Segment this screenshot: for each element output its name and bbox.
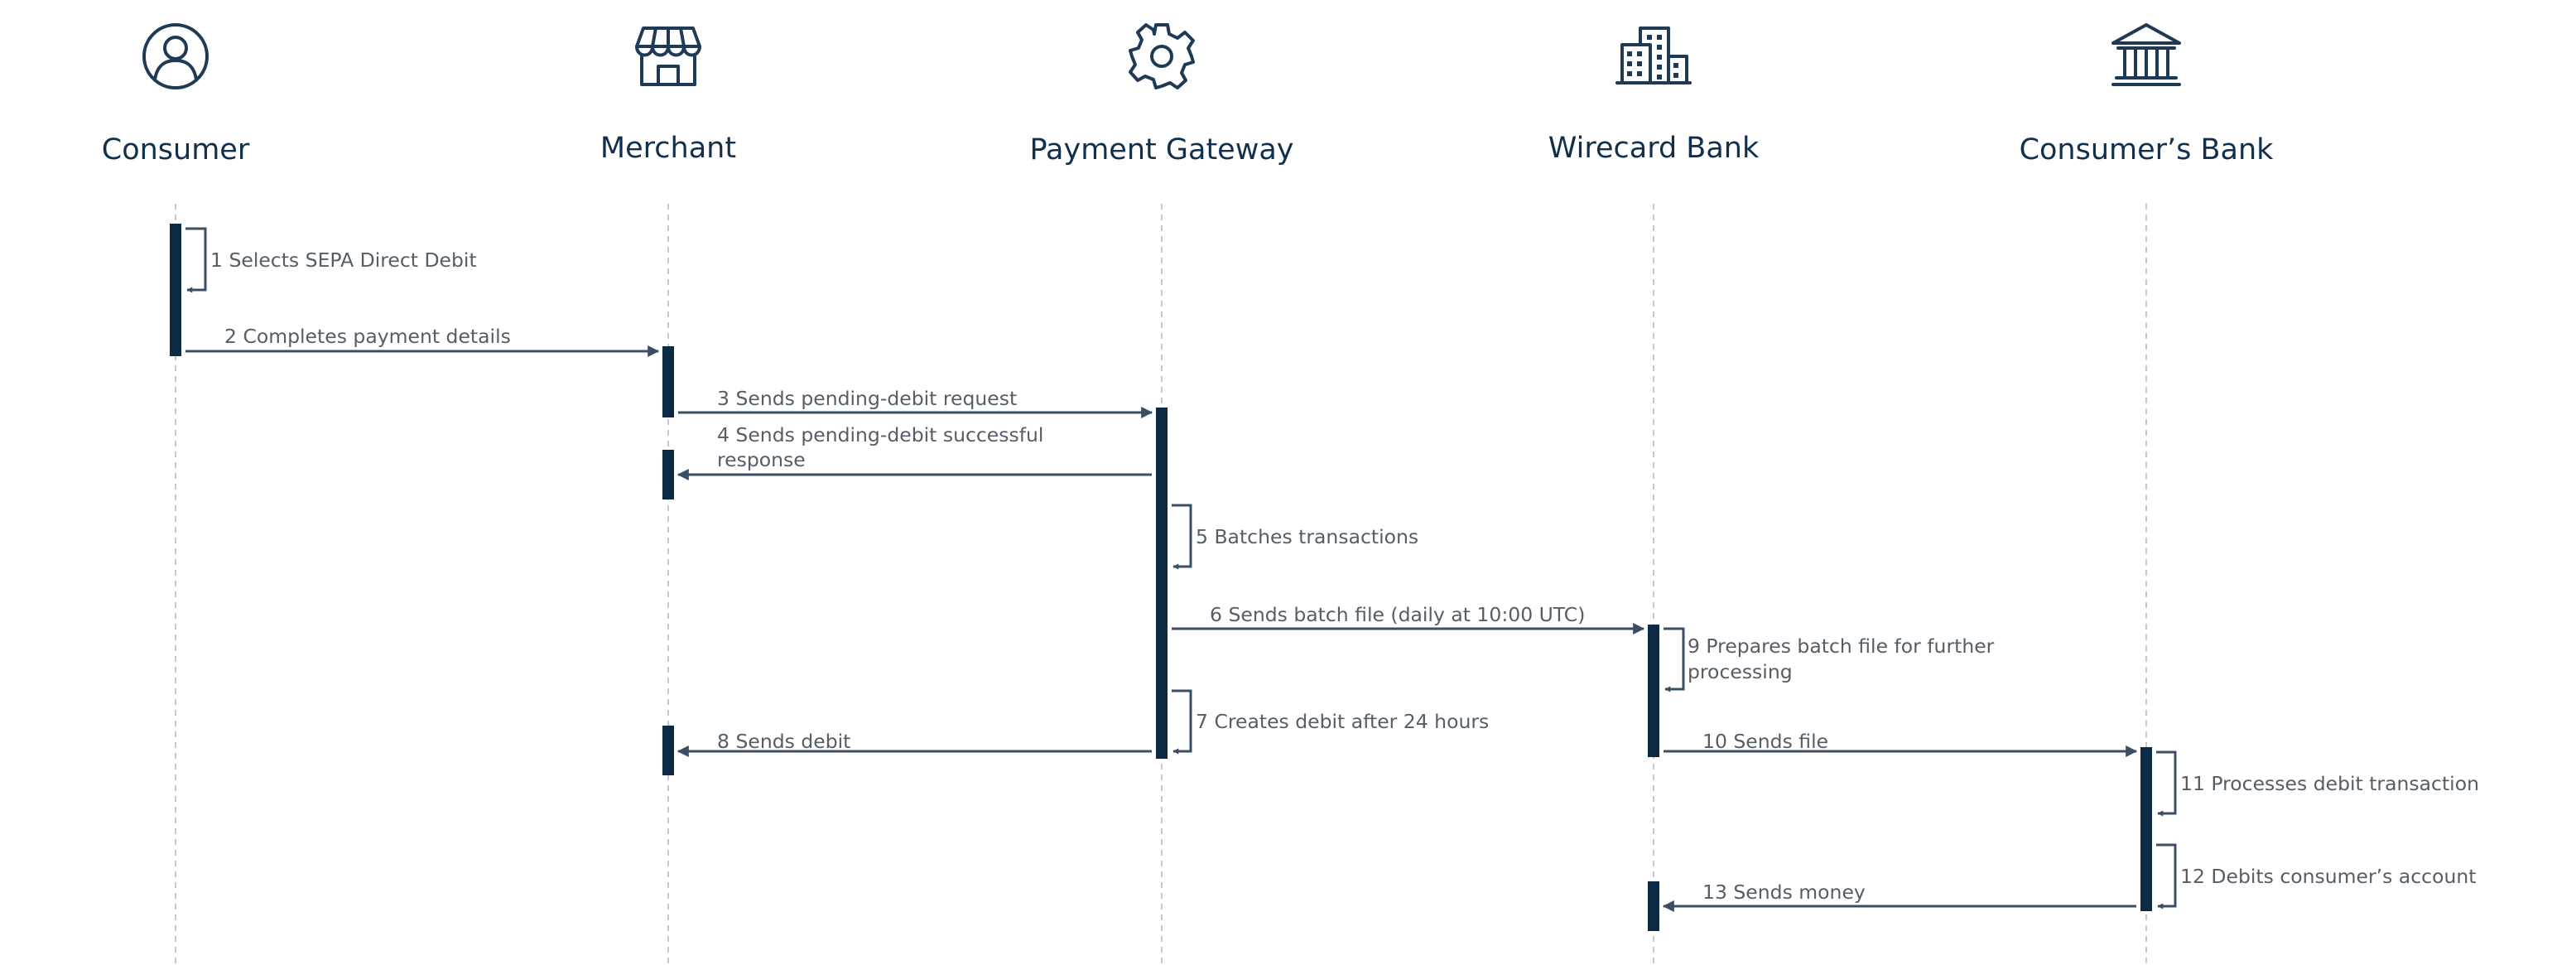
message-label-13: 13 Sends money [1702,881,1866,904]
activation-bar-payment-gateway [1156,408,1168,759]
activation-bar-merchant-1 [662,346,674,417]
actor-label-consumer: Consumer [102,133,250,166]
message-label-5: 5 Batches transactions [1196,525,1418,548]
message-label-3: 3 Sends pending-debit request [717,387,1017,410]
bank-icon [2111,23,2181,86]
activation-bar-merchant-2 [662,450,674,499]
activation-bar-consumers-bank [2140,747,2152,911]
message-arrow-1 [185,227,207,293]
message-label-9: 9 Prepares batch file for further proces… [1688,634,2001,683]
actor-label-payment-gateway: Payment Gateway [1030,133,1294,166]
message-arrow-11 [2156,750,2177,817]
storefront-icon [635,27,701,86]
message-label-1: 1 Selects SEPA Direct Debit [210,248,477,272]
message-arrow-9 [1664,627,1685,692]
message-label-8: 8 Sends debit [717,730,850,753]
message-label-6: 6 Sends batch file (daily at 10:00 UTC) [1210,603,1585,626]
activation-bar-consumer [170,224,181,356]
message-label-10: 10 Sends file [1702,730,1828,753]
actor-label-wirecard-bank: Wirecard Bank [1548,132,1760,165]
activation-bar-wirecard-2 [1648,881,1659,931]
message-label-7: 7 Creates debit after 24 hours [1196,710,1489,733]
message-label-12: 12 Debits consumer’s account [2180,865,2476,888]
message-label-4: 4 Sends pending-debit successful respons… [717,423,1050,471]
actor-label-merchant: Merchant [600,132,736,165]
message-arrow-12 [2156,843,2177,910]
message-label-2: 2 Completes payment details [224,325,511,348]
message-arrow-5 [1172,504,1192,570]
message-label-11: 11 Processes debit transaction [2180,772,2479,795]
user-icon [142,23,209,89]
message-arrow-7 [1172,689,1192,755]
gear-icon [1129,23,1195,89]
activation-bar-merchant-3 [662,726,674,775]
activation-bar-wirecard-1 [1648,625,1659,757]
actor-label-consumers-bank: Consumer’s Bank [2020,133,2275,166]
office-building-icon [1615,27,1692,84]
